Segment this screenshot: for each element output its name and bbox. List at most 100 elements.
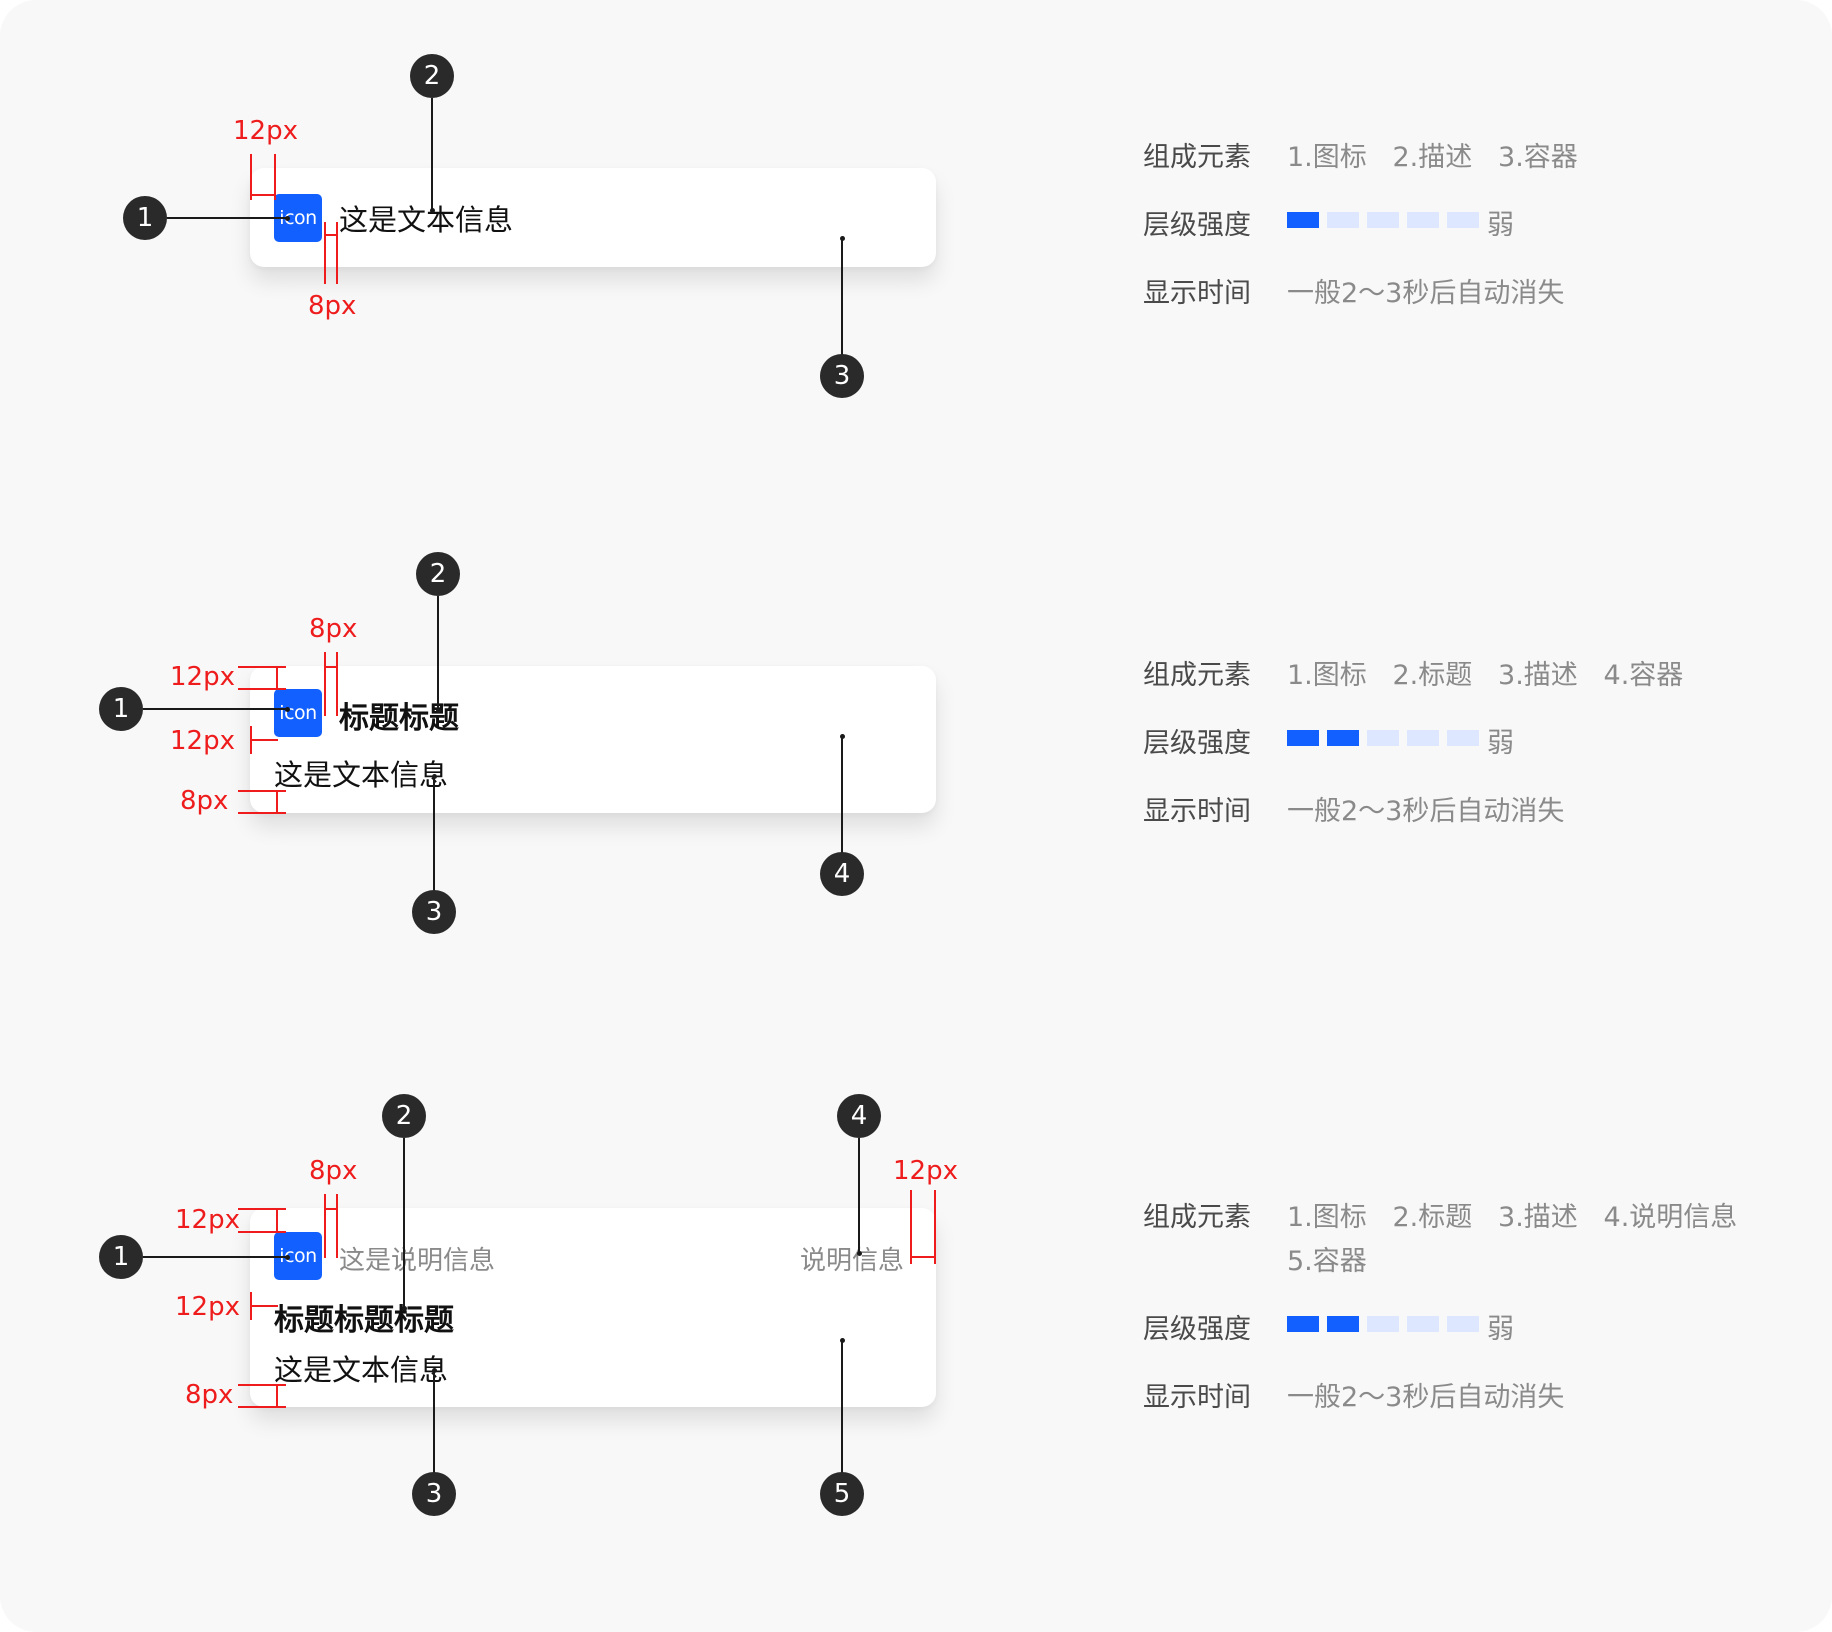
- level-bar-empty: [1447, 1316, 1479, 1332]
- leader-line: [841, 736, 843, 854]
- toast-description: 这是文本信息: [339, 203, 514, 237]
- leader-line: [433, 1370, 435, 1476]
- info-level-word: 弱: [1487, 728, 1514, 759]
- leader-line: [431, 98, 433, 210]
- callout-badge-4: 4: [837, 1094, 881, 1138]
- spacing-guide: [910, 1256, 936, 1258]
- callout-badge-1: 1: [123, 196, 167, 240]
- leader-line: [143, 1256, 287, 1258]
- leader-dot: [857, 1251, 862, 1256]
- spacing-guide: [934, 1190, 936, 1264]
- spacing-guide: [274, 154, 276, 200]
- level-bar-filled: [1287, 1316, 1319, 1332]
- spacing-label: 8px: [180, 786, 229, 816]
- info-level-word: 弱: [1487, 210, 1514, 241]
- spacing-guide: [336, 222, 338, 284]
- toast-description: 这是文本信息: [274, 1353, 449, 1387]
- spacing-label: 8px: [308, 291, 357, 321]
- spacing-guide: [238, 1384, 286, 1386]
- spacing-guide: [324, 222, 326, 284]
- info-components-label: 组成元素: [1143, 142, 1251, 173]
- spacing-label: 12px: [175, 1205, 240, 1235]
- spacing-guide: [276, 790, 278, 814]
- spacing-guide: [250, 1305, 278, 1307]
- level-bar-filled: [1287, 212, 1319, 228]
- spacing-guide: [238, 1231, 286, 1233]
- spacing-guide: [250, 154, 252, 200]
- callout-badge-4: 4: [820, 852, 864, 896]
- spacing-label: 12px: [893, 1156, 958, 1186]
- toast-note: 这是说明信息: [339, 1246, 496, 1276]
- toast-container: [250, 1208, 936, 1407]
- leader-line: [143, 708, 287, 710]
- level-bar-empty: [1407, 1316, 1439, 1332]
- spacing-guide: [324, 1194, 326, 1258]
- callout-badge-3: 3: [820, 354, 864, 398]
- spacing-label: 8px: [309, 1156, 358, 1186]
- level-bar-empty: [1327, 212, 1359, 228]
- spacing-guide: [238, 1208, 286, 1210]
- leader-dot: [432, 774, 437, 779]
- leader-line: [167, 217, 287, 219]
- leader-line: [433, 776, 435, 894]
- level-bar-empty: [1367, 730, 1399, 746]
- level-bar-filled: [1287, 730, 1319, 746]
- leader-line: [858, 1138, 860, 1254]
- info-level-label: 层级强度: [1143, 210, 1251, 241]
- info-components-label: 组成元素: [1143, 660, 1251, 691]
- callout-badge-2: 2: [416, 552, 460, 596]
- level-bar-empty: [1407, 212, 1439, 228]
- spacing-guide: [250, 739, 278, 741]
- info-time-value: 一般2～3秒后自动消失: [1287, 796, 1565, 827]
- spacing-label: 8px: [185, 1380, 234, 1410]
- info-time-value: 一般2～3秒后自动消失: [1287, 1382, 1565, 1413]
- spacing-label: 12px: [175, 1292, 240, 1322]
- spacing-guide: [238, 688, 286, 690]
- spacing-guide: [324, 1208, 338, 1210]
- info-components-label: 组成元素: [1143, 1202, 1251, 1233]
- leader-dot: [430, 208, 435, 213]
- spacing-guide: [276, 1384, 278, 1408]
- callout-badge-2: 2: [410, 54, 454, 98]
- toast-title: 标题标题: [339, 701, 459, 736]
- toast-note-right: 说明信息: [800, 1246, 905, 1276]
- spacing-guide: [336, 652, 338, 716]
- spacing-guide: [276, 1208, 278, 1233]
- leader-dot: [840, 1338, 845, 1343]
- spacing-guide: [238, 1406, 286, 1408]
- info-time-label: 显示时间: [1143, 1382, 1251, 1413]
- spacing-guide: [250, 194, 276, 196]
- leader-line: [841, 1340, 843, 1476]
- leader-line: [437, 596, 439, 710]
- callout-badge-5: 5: [820, 1472, 864, 1516]
- info-level-label: 层级强度: [1143, 728, 1251, 759]
- info-level-word: 弱: [1487, 1314, 1514, 1345]
- spacing-guide: [324, 666, 338, 668]
- toast-icon: icon: [274, 689, 322, 737]
- leader-dot: [285, 707, 290, 712]
- level-bar-filled: [1327, 1316, 1359, 1332]
- leader-dot: [285, 216, 290, 221]
- leader-line: [841, 238, 843, 356]
- spacing-guide: [238, 790, 286, 792]
- toast-description: 这是文本信息: [274, 758, 449, 792]
- leader-dot: [436, 708, 441, 713]
- callout-badge-3: 3: [412, 890, 456, 934]
- leader-dot: [285, 1255, 290, 1260]
- spacing-guide: [336, 1194, 338, 1258]
- leader-dot: [840, 236, 845, 241]
- level-bar-empty: [1367, 212, 1399, 228]
- leader-dot: [840, 734, 845, 739]
- toast-icon: icon: [274, 194, 322, 242]
- info-time-label: 显示时间: [1143, 278, 1251, 309]
- spacing-guide: [324, 652, 326, 716]
- level-bar-empty: [1447, 730, 1479, 746]
- callout-badge-1: 1: [99, 1235, 143, 1279]
- toast-title: 标题标题标题: [274, 1303, 454, 1338]
- spacing-guide: [238, 812, 286, 814]
- spacing-guide: [910, 1190, 912, 1264]
- level-bar-empty: [1367, 1316, 1399, 1332]
- spacing-label: 12px: [233, 116, 298, 146]
- info-components-value-line2: 5.容器: [1287, 1246, 1367, 1277]
- callout-badge-2: 2: [382, 1094, 426, 1138]
